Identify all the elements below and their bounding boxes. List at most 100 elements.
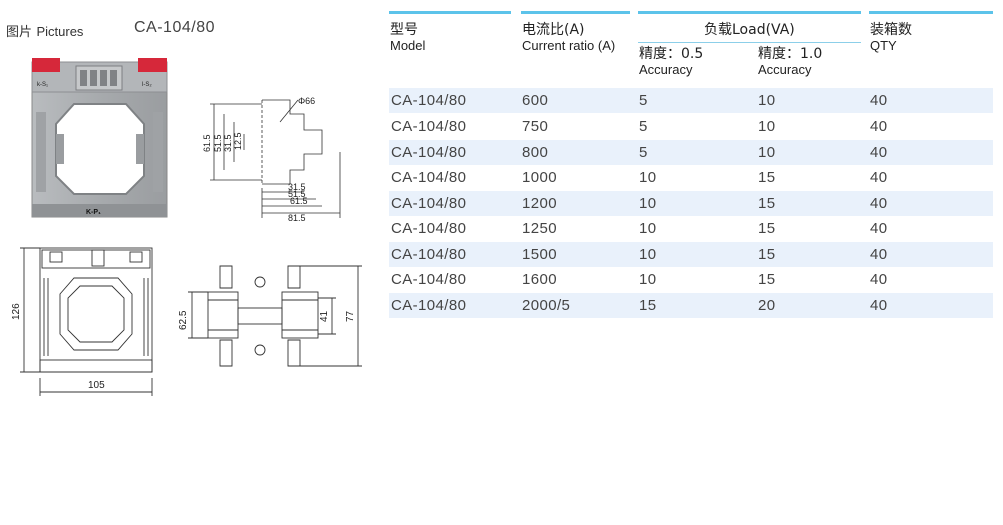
cell-acc-05: 10 [639,195,657,212]
cell-model: CA-104/80 [391,144,467,161]
cell-ratio: 2000/5 [522,297,571,314]
cell-acc-05: 10 [639,169,657,186]
cell-qty: 40 [870,220,888,237]
terminal-red-right [138,58,167,72]
table-row: CA-104/80 800 5 10 40 [389,140,993,165]
pictures-label-en: Pictures [36,24,84,39]
header-bar-ratio [521,11,630,14]
cell-ratio: 800 [522,144,549,161]
cell-acc-10: 10 [758,144,776,161]
cell-qty: 40 [870,118,888,135]
cell-acc-10: 20 [758,297,776,314]
header-load: 负载Load(VA) [704,22,795,38]
front-width-label: 105 [88,380,105,391]
cell-qty: 40 [870,297,888,314]
dim-h-2: 51.5 [288,189,306,199]
dim-h-4: 81.5 [288,213,306,222]
table-row: CA-104/80 2000/5 15 20 40 [389,293,993,318]
dim-v-4: 12.5 [233,132,243,150]
pictures-label-cn: 图片 [6,25,33,40]
cell-ratio: 1200 [522,195,557,212]
terminal-label-right: l-S₂ [142,82,152,88]
header-model-cn: 型号 [390,22,418,38]
bottom-mark: K-P₁ [86,209,101,216]
front-height-label: 126 [11,303,22,320]
header-qty: 装箱数 QTY [870,22,912,53]
window-dimension-drawing: Φ66 61.5 51.5 31.5 12.5 31.5 51.5 61.5 8… [202,96,341,222]
pictures-model-name: CA-104/80 [134,19,215,36]
cell-acc-10: 15 [758,195,776,212]
terminal-red-left [32,58,60,72]
aperture [55,103,145,195]
dim-v-1: 61.5 [202,134,212,152]
header-acc-05-cn: 精度：0.5 [639,46,704,62]
header-qty-cn: 装箱数 [870,22,912,38]
cell-acc-10: 10 [758,92,776,109]
header-ratio-cn: 电流比(A) [522,22,585,38]
cell-acc-10: 15 [758,246,776,263]
header-ratio: 电流比(A) Current ratio (A) [522,22,615,53]
table-row: CA-104/80 1250 10 15 40 [389,216,993,241]
cell-acc-10: 15 [758,271,776,288]
dim-h-1: 31.5 [288,182,306,192]
cell-acc-05: 10 [639,271,657,288]
dim-diameter: Φ66 [298,96,315,106]
product-photo: k-S₁ l-S₂ K-P₁ [31,58,168,218]
dim-v-2: 51.5 [213,134,223,152]
cell-qty: 40 [870,144,888,161]
header-acc-10: 精度：1.0 Accuracy [758,46,822,77]
cell-acc-05: 10 [639,220,657,237]
cell-qty: 40 [870,92,888,109]
front-view-drawing: 126 105 [11,247,153,396]
cell-ratio: 600 [522,92,549,109]
header-ratio-en: Current ratio (A) [522,38,616,53]
header-model-en: Model [390,38,426,53]
cell-acc-05: 10 [639,246,657,263]
cell-model: CA-104/80 [391,246,467,263]
cell-acc-05: 5 [639,144,648,161]
cell-acc-05: 5 [639,118,648,135]
cell-model: CA-104/80 [391,297,467,314]
cell-model: CA-104/80 [391,220,467,237]
cell-acc-05: 5 [639,92,648,109]
cell-model: CA-104/80 [391,118,467,135]
cell-model: CA-104/80 [391,92,467,109]
cell-ratio: 1000 [522,169,557,186]
cell-model: CA-104/80 [391,169,467,186]
cell-qty: 40 [870,195,888,212]
cell-qty: 40 [870,271,888,288]
table-row: CA-104/80 750 5 10 40 [389,114,993,139]
cell-qty: 40 [870,246,888,263]
cell-model: CA-104/80 [391,195,467,212]
header-load-underline [638,42,861,43]
dim-h-3: 61.5 [290,196,308,206]
header-acc-10-cn: 精度：1.0 [758,46,823,62]
header-bar-model [389,11,511,14]
cell-ratio: 1250 [522,220,557,237]
side-height-b-label: 41 [319,310,330,322]
cell-model: CA-104/80 [391,271,467,288]
pictures-caption: 图片 Pictures [6,21,83,41]
header-model: 型号 Model [390,22,425,53]
cell-ratio: 1500 [522,246,557,263]
table-row: CA-104/80 1600 10 15 40 [389,267,993,292]
dim-v-3: 31.5 [223,134,233,152]
table-row: CA-104/80 1500 10 15 40 [389,242,993,267]
header-bar-qty [869,11,993,14]
cell-ratio: 1600 [522,271,557,288]
header-bar-load [638,11,861,14]
side-height-c-label: 77 [345,310,356,322]
table-row: CA-104/80 1000 10 15 40 [389,165,993,190]
cell-acc-10: 15 [758,169,776,186]
cell-ratio: 750 [522,118,549,135]
header-acc-10-en: Accuracy [758,62,812,77]
header-qty-en: QTY [870,38,897,53]
cell-qty: 40 [870,169,888,186]
cell-acc-10: 10 [758,118,776,135]
terminal-label-left: k-S₁ [37,82,48,88]
side-height-a-label: 62.5 [178,310,189,330]
cell-acc-05: 15 [639,297,657,314]
header-acc-05-en: Accuracy [639,62,693,77]
header-acc-05: 精度：0.5 Accuracy [639,46,703,77]
side-view-drawing: 62.5 41 77 [178,265,362,367]
